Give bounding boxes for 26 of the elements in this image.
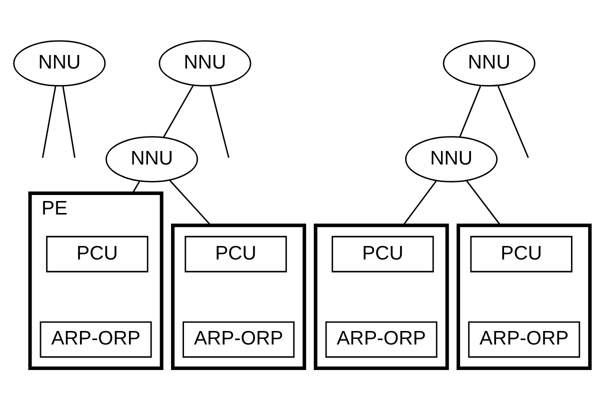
node-box: ARP-ORP xyxy=(40,320,152,358)
cluster xyxy=(456,223,592,370)
node-ellipse: NNU xyxy=(106,136,198,182)
cluster xyxy=(314,223,449,370)
node-box: PCU xyxy=(46,235,148,272)
cluster xyxy=(171,223,306,370)
connector xyxy=(497,85,529,158)
connector xyxy=(62,86,76,158)
node-box: ARP-ORP xyxy=(325,320,438,358)
connector xyxy=(42,86,56,158)
node-ellipse: NNU xyxy=(405,136,498,182)
node-box: PCU xyxy=(184,235,287,272)
node-box: PCU xyxy=(332,235,434,272)
connector xyxy=(132,180,140,194)
node-ellipse: NNU xyxy=(442,40,536,86)
connector xyxy=(459,85,482,137)
connector xyxy=(402,180,437,226)
connector xyxy=(466,180,502,226)
node-ellipse: NNU xyxy=(158,40,252,86)
node-box: ARP-ORP xyxy=(182,320,295,358)
connector xyxy=(210,86,230,158)
node-ellipse: NNU xyxy=(13,40,106,86)
node-box: PCU xyxy=(470,235,572,272)
node-box: ARP-ORP xyxy=(468,320,580,358)
connector xyxy=(162,84,194,138)
connector xyxy=(170,180,212,226)
